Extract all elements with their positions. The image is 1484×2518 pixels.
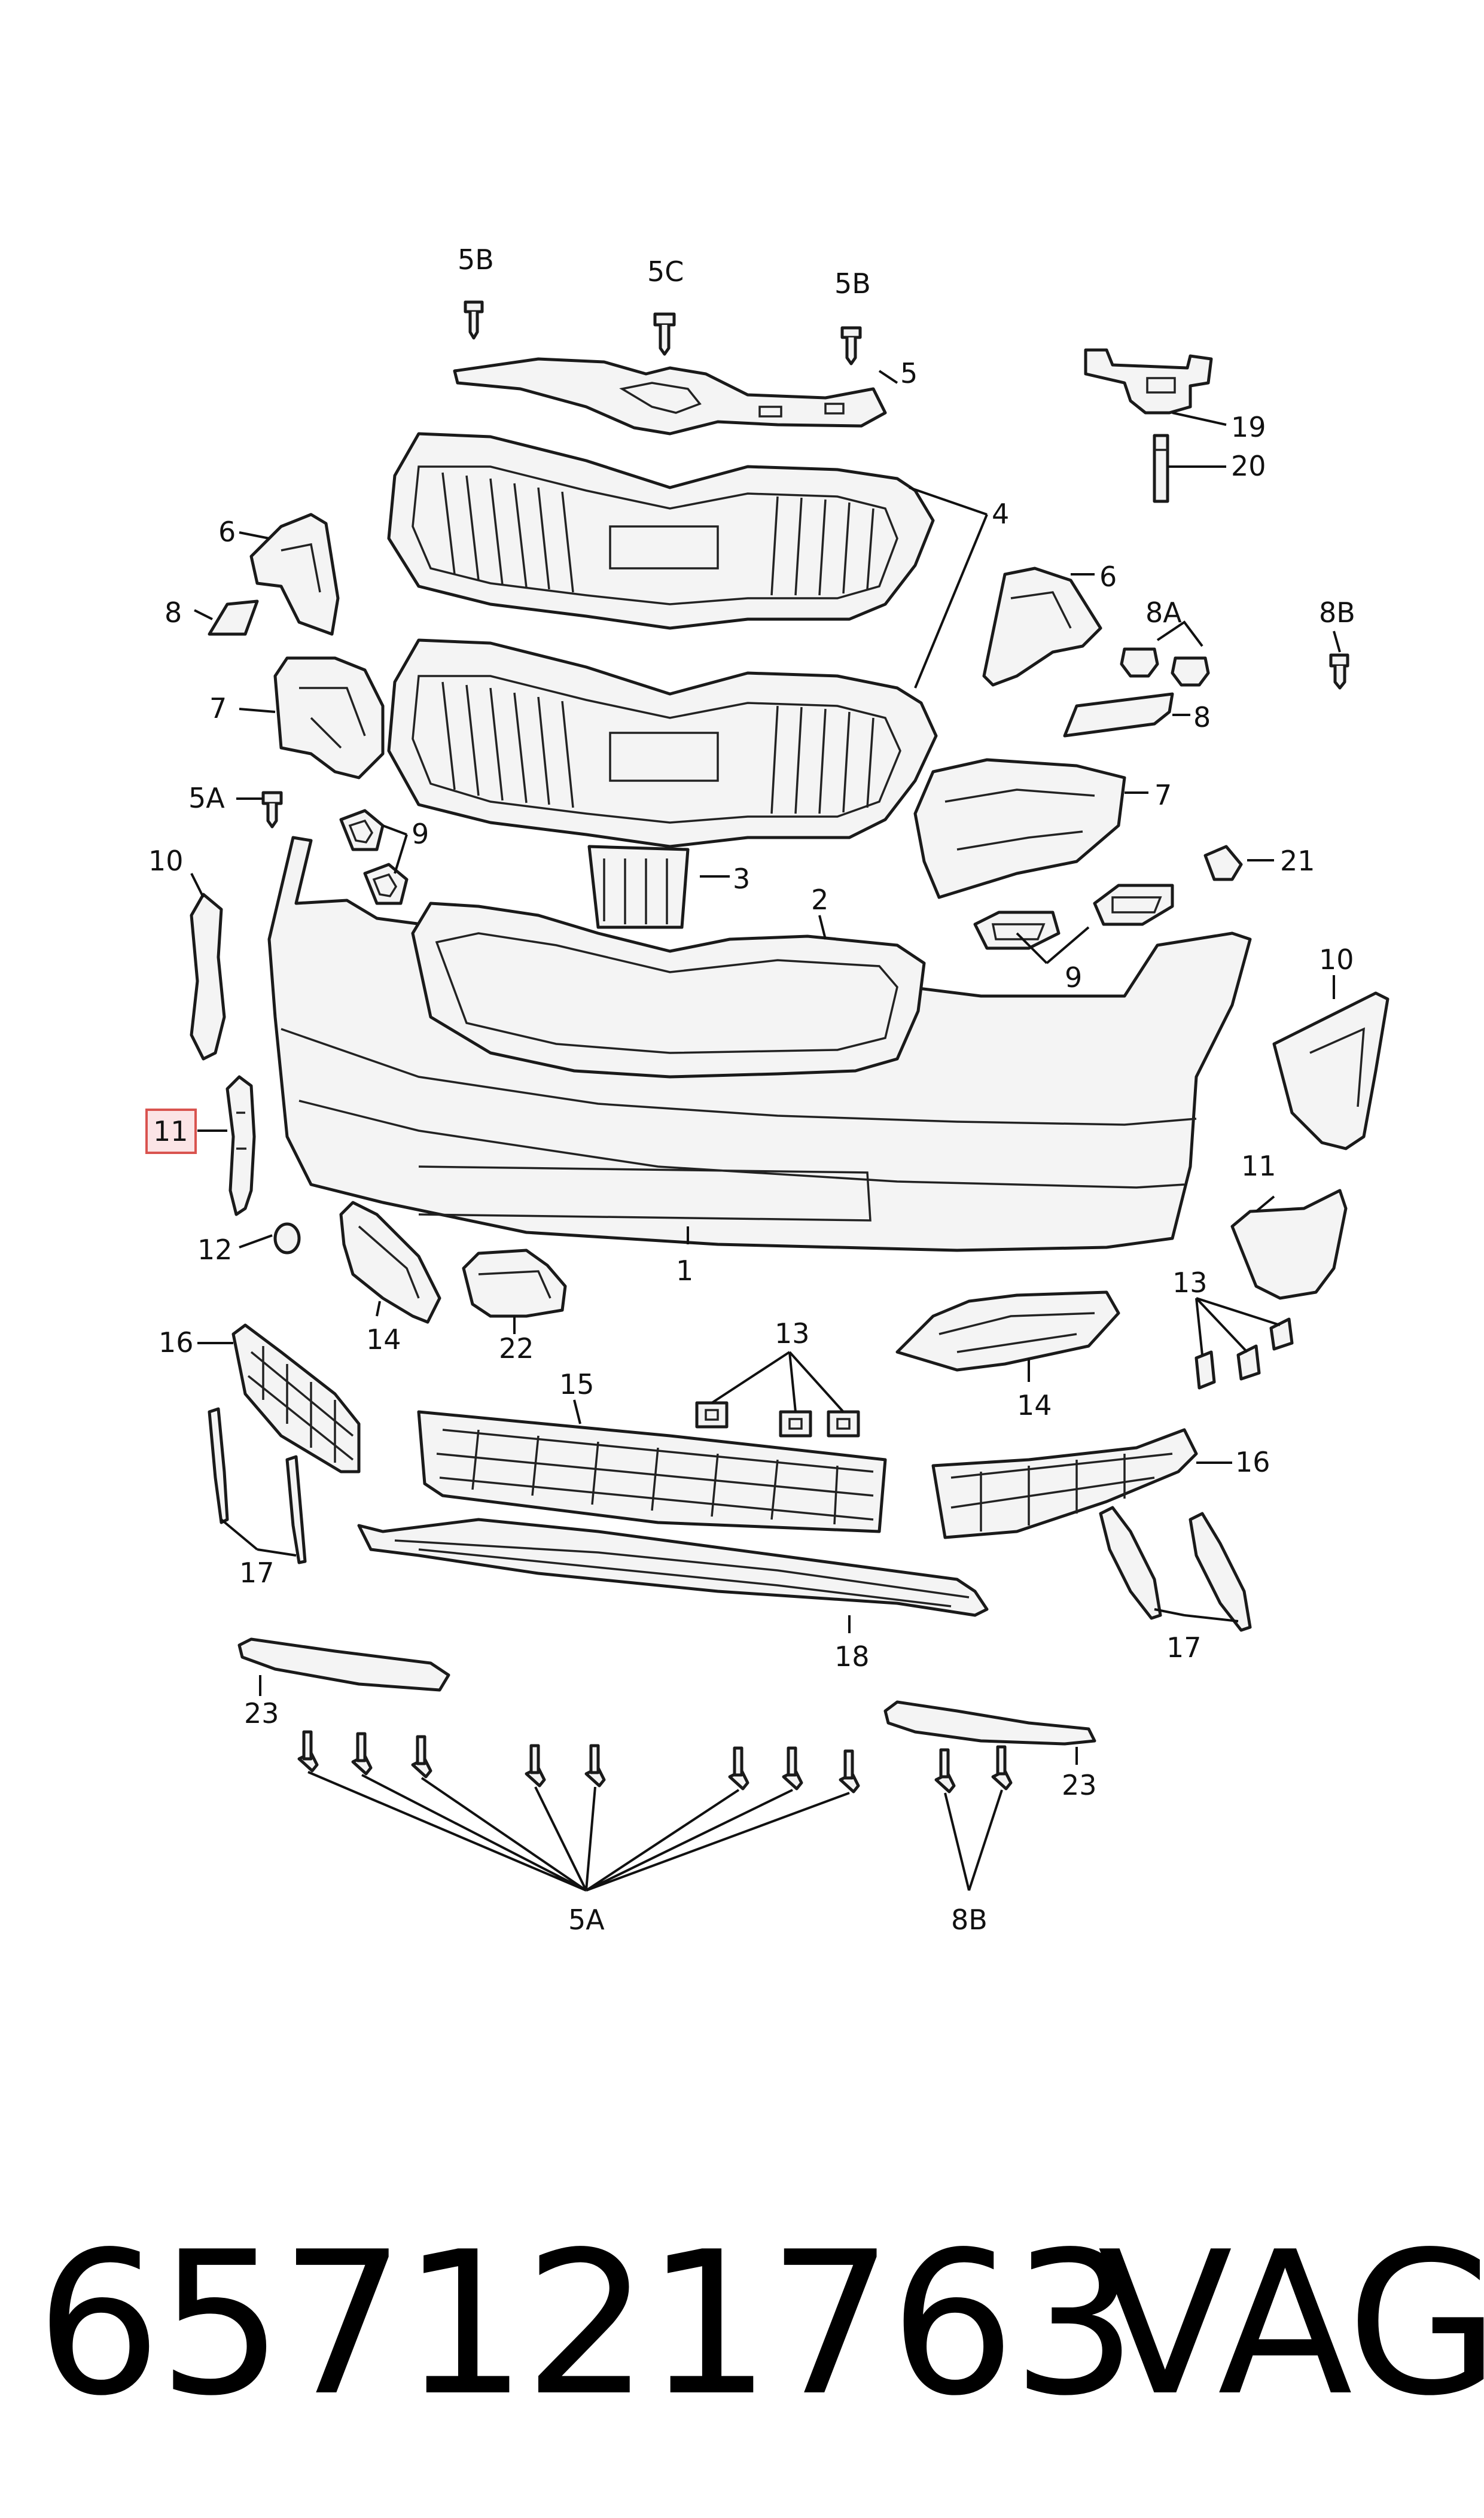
label-16-left: 16 bbox=[159, 1326, 194, 1359]
part-5-upper-bracket bbox=[453, 357, 887, 436]
part-15-lower-grille bbox=[417, 1410, 887, 1533]
part-19-bracket bbox=[1084, 348, 1213, 415]
part-7-right-bracket bbox=[913, 758, 1126, 899]
part-18-lower-spoiler bbox=[357, 1518, 989, 1617]
label-5A-left: 5A bbox=[188, 782, 225, 814]
label-9-right: 9 bbox=[1065, 961, 1082, 994]
label-10-right: 10 bbox=[1319, 943, 1354, 976]
leader-lines bbox=[190, 370, 1341, 1892]
part-5A-screw-left bbox=[261, 791, 283, 829]
part-5A-bottom-screws bbox=[297, 1730, 860, 1794]
part-9-right-frames bbox=[973, 884, 1174, 950]
label-4: 4 bbox=[992, 498, 1009, 530]
part-17-right-strips bbox=[1099, 1506, 1252, 1632]
label-3: 3 bbox=[733, 863, 750, 895]
label-8A: 8A bbox=[1145, 596, 1182, 629]
label-14-left: 14 bbox=[366, 1323, 401, 1356]
label-13-center: 13 bbox=[775, 1317, 810, 1350]
part-9-left-frames bbox=[339, 809, 409, 905]
part-11-right-deflector bbox=[1230, 1189, 1348, 1300]
label-20: 20 bbox=[1231, 450, 1266, 482]
part-14-left-bracket bbox=[339, 1201, 441, 1324]
label-5B-left: 5B bbox=[458, 243, 494, 276]
part-16-left-grille bbox=[231, 1323, 361, 1473]
part-4-grille-variant-a bbox=[387, 432, 935, 630]
part-8-left-clip bbox=[208, 599, 259, 636]
part-4-grille-variant-b bbox=[387, 638, 938, 848]
label-17-right: 17 bbox=[1166, 1631, 1202, 1664]
part-14-right-bracket bbox=[895, 1290, 1120, 1372]
label-6-left: 6 bbox=[218, 516, 236, 548]
label-9-left: 9 bbox=[412, 818, 429, 850]
part-23-left-trim bbox=[237, 1637, 450, 1692]
label-8B-bottom: 8B bbox=[951, 1904, 988, 1936]
label-8-left: 8 bbox=[164, 596, 182, 629]
part-16-right-grille bbox=[931, 1428, 1198, 1539]
callout-labels: 5B 5C 5B 5 19 20 4 6 6 8A 8B 8 8 7 7 5A … bbox=[145, 243, 1355, 1936]
label-8-right: 8 bbox=[1193, 701, 1211, 733]
part-23-right-trim bbox=[883, 1700, 1096, 1746]
label-5A-bottom: 5A bbox=[568, 1904, 605, 1936]
label-5: 5 bbox=[900, 357, 918, 389]
part-12-cap bbox=[273, 1222, 301, 1255]
brand-name: VAG bbox=[1098, 2209, 1484, 2439]
part-22-sensor-bracket bbox=[462, 1249, 567, 1318]
label-8B-top: 8B bbox=[1319, 596, 1355, 629]
part-number: 657121763 bbox=[36, 2209, 1138, 2439]
label-2: 2 bbox=[811, 884, 828, 916]
part-17-left-strips bbox=[208, 1407, 307, 1564]
label-23-right: 23 bbox=[1062, 1769, 1097, 1801]
part-10-left-guide bbox=[190, 893, 226, 1061]
screw-5B-left bbox=[464, 300, 484, 340]
label-17-left: 17 bbox=[239, 1557, 275, 1589]
part-13-right-clips bbox=[1194, 1317, 1294, 1390]
part-6-left-bracket bbox=[249, 513, 340, 636]
label-15: 15 bbox=[559, 1368, 595, 1400]
part-8B-screw-top bbox=[1329, 653, 1349, 690]
label-5C: 5C bbox=[647, 255, 684, 288]
label-22: 22 bbox=[499, 1332, 534, 1365]
part-11-left-deflector bbox=[226, 1075, 256, 1216]
label-23-left: 23 bbox=[244, 1697, 279, 1730]
label-21: 21 bbox=[1280, 845, 1315, 877]
label-18: 18 bbox=[834, 1640, 870, 1673]
part-8B-bottom-screws bbox=[934, 1745, 1013, 1794]
label-6-right: 6 bbox=[1099, 561, 1117, 593]
part-10-right-guide bbox=[1272, 991, 1389, 1150]
part-20-pin bbox=[1153, 434, 1169, 503]
label-5B-right: 5B bbox=[834, 267, 871, 300]
label-13-right: 13 bbox=[1172, 1266, 1208, 1299]
exploded-parts-diagram: 5B 5C 5B 5 19 20 4 6 6 8A 8B 8 8 7 7 5A … bbox=[145, 243, 1389, 1936]
highlight-part-11 bbox=[145, 1109, 197, 1154]
screw-5C bbox=[653, 312, 676, 356]
part-7-left-bracket bbox=[273, 656, 385, 780]
label-11-left: 11 bbox=[153, 1115, 188, 1147]
label-7-right: 7 bbox=[1154, 779, 1172, 811]
part-3-insert bbox=[587, 845, 690, 929]
part-8-right-trim bbox=[1063, 692, 1174, 738]
label-10-left: 10 bbox=[148, 845, 184, 877]
label-11-right: 11 bbox=[1241, 1150, 1276, 1182]
part-8A-fasteners bbox=[1120, 647, 1210, 687]
label-1: 1 bbox=[676, 1255, 693, 1287]
part-13-center-clips bbox=[695, 1401, 860, 1438]
label-16-right: 16 bbox=[1235, 1446, 1270, 1478]
label-19: 19 bbox=[1231, 411, 1266, 443]
label-14-right: 14 bbox=[1017, 1389, 1052, 1421]
part-21-cap bbox=[1203, 845, 1243, 881]
label-12: 12 bbox=[197, 1234, 233, 1266]
part-6-right-bracket bbox=[982, 567, 1102, 687]
screw-5B-right bbox=[840, 326, 862, 366]
part-2-grille-frame bbox=[411, 902, 926, 1079]
label-7-left: 7 bbox=[209, 692, 227, 724]
